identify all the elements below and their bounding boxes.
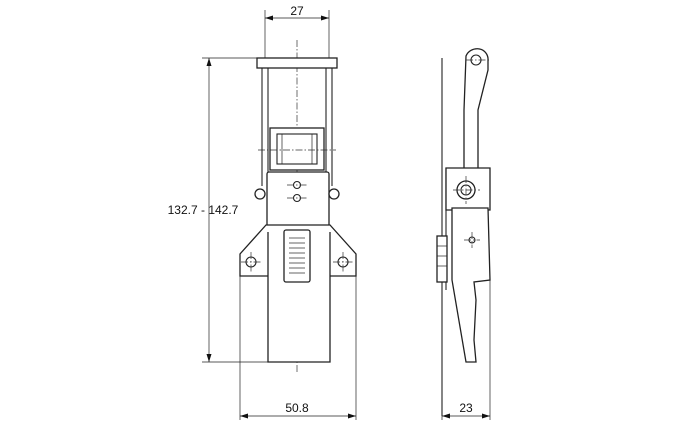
pivot-right-icon	[328, 188, 340, 200]
side-grip	[436, 235, 448, 283]
pivot-left-icon	[254, 188, 266, 200]
side-view	[436, 48, 491, 416]
dim-side-depth: 23	[459, 401, 473, 415]
lever-upper	[266, 171, 330, 233]
side-lever	[451, 207, 491, 363]
side-dimensions: 23	[441, 280, 491, 420]
hook-block	[269, 127, 325, 171]
dim-base-width: 50.8	[285, 401, 309, 415]
dim-height-range: 132.7 - 142.7	[168, 203, 239, 217]
bail-top-bar	[256, 57, 338, 69]
side-bail-arm	[463, 48, 489, 183]
dim-top-width: 27	[290, 4, 304, 18]
front-dimensions: 27 132.7 - 142.7 50.8	[168, 4, 357, 420]
front-view	[239, 40, 357, 372]
